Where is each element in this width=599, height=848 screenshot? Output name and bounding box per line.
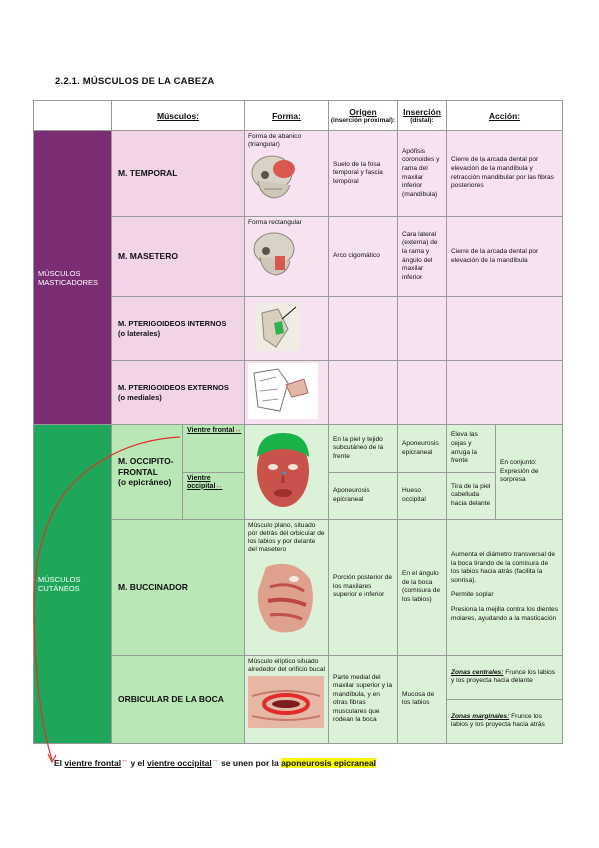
row-orbicular-1: ORBICULAR DE LA BOCA Músculo elíptico si…	[34, 654, 564, 744]
header-forma: Forma:	[244, 100, 329, 131]
muscle-pterigoideos-internos: M. PTERIGOIDEOS INTERNOS(o laterales)	[111, 295, 245, 362]
forma-occipito-frontal	[244, 424, 329, 520]
vientre-frontal-label: Vientre frontal↔	[182, 424, 245, 473]
forma-temporal: Forma de abanico (triangular)	[244, 130, 329, 217]
forma-pterigoideos-internos	[244, 295, 329, 362]
group-masticadores: MÚSCULOS MASTICADORES	[33, 129, 112, 426]
forma-masetero: Forma rectangular	[244, 216, 329, 297]
pterigoideo-externo-image	[248, 363, 318, 420]
origen-masetero: Arco cigomático	[328, 216, 398, 297]
header-empty	[33, 100, 112, 131]
table-header-row: Músculos: Forma: Origen(inserción proxim…	[33, 100, 564, 131]
insercion-vientre-occipital: Hueso occipital	[397, 471, 447, 520]
insercion-buccinador: En el ángulo de la boca (comisura de los…	[397, 518, 447, 656]
row-temporal: MÚSCULOS MASTICADORES M. TEMPORAL Forma …	[33, 129, 564, 426]
muscle-temporal: M. TEMPORAL	[111, 130, 245, 217]
row-pterigoideos-externos: M. PTERIGOIDEOS EXTERNOS(o mediales)	[34, 360, 564, 426]
accion-pterigoideos-internos	[445, 295, 564, 362]
header-insercion: Inserción(distal):	[397, 100, 447, 131]
origen-buccinador: Porción posterior de los maxilares super…	[328, 518, 398, 656]
footnote: El vientre frontal↔ y el vientre occipit…	[54, 757, 377, 768]
row-orbicular-2: Zonas marginales: Frunce los labios y lo…	[34, 698, 564, 744]
header-origen: Origen(inserción proximal):	[328, 100, 398, 131]
muscle-occipito-frontal: M. OCCIPITO-FRONTAL(o epicráneo)	[111, 424, 183, 520]
skull-masetero-image	[253, 232, 295, 276]
insercion-pterigoideos-internos	[397, 295, 447, 362]
header-musculos: Músculos:	[111, 100, 245, 131]
origen-vientre-occipital: Aponeurosis epicraneal	[328, 471, 398, 520]
muscle-orbicular: ORBICULAR DE LA BOCA	[111, 654, 245, 744]
row-pterigoideos-internos: M. PTERIGOIDEOS INTERNOS(o laterales)	[34, 295, 564, 362]
muscle-pterigoideos-externos: M. PTERIGOIDEOS EXTERNOS(o mediales)	[111, 360, 245, 426]
origen-pterigoideos-internos	[328, 295, 398, 362]
accion-en-conjunto: En conjunto: Expresión de sorpresa	[494, 424, 564, 520]
insercion-masetero: Cara lateral (externa) de la rama y ángu…	[397, 216, 447, 297]
row-occipito-frontal: MÚSCULOS CUTÁNEOS M. OCCIPITO-FRONTAL(o …	[33, 424, 564, 744]
face-buccinador-image	[257, 563, 313, 633]
forma-buccinador: Músculo plano, situado por detrás del or…	[244, 518, 329, 656]
insercion-orbicular: Mucosa de los labios	[397, 654, 447, 744]
muscle-masetero: M. MASETERO	[111, 216, 245, 297]
accion-buccinador: Aumenta el diámetro transversal de la bo…	[445, 518, 564, 656]
row-masetero: M. MASETERO Forma rectangular Arco cigom…	[34, 216, 564, 297]
row-buccinador: M. BUCCINADOR Músculo plano, situado por…	[34, 518, 564, 656]
head-occipito-frontal-image	[257, 433, 309, 508]
muscles-table: Músculos: Forma: Origen(inserción proxim…	[33, 100, 564, 744]
forma-pterigoideos-externos	[244, 360, 329, 426]
accion-vientre-frontal: Eleva las cejas y arruga la frente	[446, 424, 496, 473]
row-vientre-occipital: Vientre occipital↔ Aponeurosis epicranea…	[34, 471, 563, 520]
vientre-occipital-label: Vientre occipital↔	[182, 471, 245, 520]
insercion-temporal: Apófisis coronoides y rama del maxilar i…	[397, 130, 447, 217]
origen-temporal: Suelo de la fosa temporal y fascia tempo…	[328, 130, 398, 217]
section-title: 2.2.1. MÚSCULOS DE LA CABEZA	[55, 76, 215, 87]
pterigoideo-interno-image	[256, 303, 300, 351]
accion-masetero: Cierre de la arcada dental por elevación…	[445, 216, 564, 297]
origen-pterigoideos-externos	[328, 360, 398, 426]
group-cutaneos: MÚSCULOS CUTÁNEOS	[33, 424, 112, 744]
accion-temporal: Cierre de la arcada dental por elevación…	[445, 130, 564, 217]
origen-vientre-frontal: En la piel y tejido subcutáneo de la fre…	[328, 424, 398, 473]
header-accion: Acción:	[445, 100, 564, 131]
accion-vientre-occipital: Tira de la piel cabelluda hacia delante	[446, 471, 496, 520]
accion-pterigoideos-externos	[445, 360, 564, 426]
mouth-orbicular-image	[248, 676, 324, 729]
forma-orbicular: Músculo elíptico situado alrededor del o…	[244, 654, 329, 744]
origen-orbicular: Parte medial del maxilar superior y la m…	[328, 654, 398, 744]
insercion-pterigoideos-externos	[397, 360, 447, 426]
insercion-vientre-frontal: Aponeurosis epicraneal	[397, 424, 447, 473]
accion-orbicular-marginales: Zonas marginales: Frunce los labios y lo…	[445, 698, 564, 744]
skull-temporal-image	[251, 155, 295, 199]
muscle-buccinador: M. BUCCINADOR	[111, 518, 245, 656]
accion-orbicular-centrales: Zonas centrales: Frunce los labios y los…	[445, 654, 564, 700]
